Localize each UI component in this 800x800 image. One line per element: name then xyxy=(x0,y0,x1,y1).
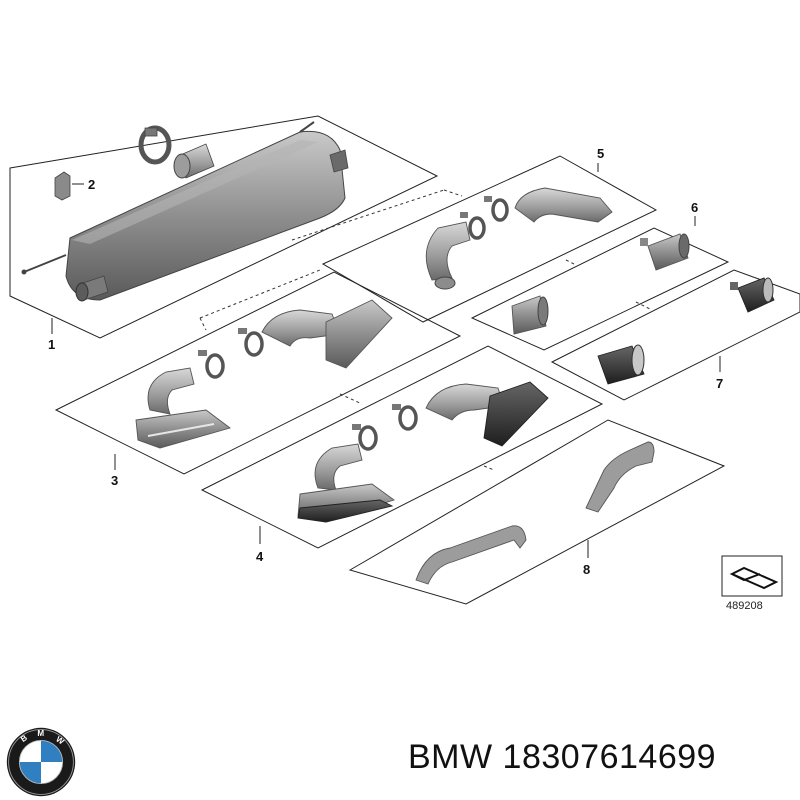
svg-text:B: B xyxy=(19,733,29,744)
callout-3: 3 xyxy=(111,473,118,488)
bracket-long xyxy=(585,441,655,513)
callout-7: 7 xyxy=(716,376,723,391)
part-caption: BMW 18307614699 xyxy=(408,738,716,777)
black-tip-upper xyxy=(730,277,775,313)
svg-text:M: M xyxy=(37,729,44,738)
group-4-frame xyxy=(200,345,604,549)
group-3-frame xyxy=(54,271,462,475)
group-6-chrome-tips: 6 xyxy=(470,200,730,351)
group-6-frame xyxy=(470,227,730,351)
part-number: 18307614699 xyxy=(502,738,717,776)
bmw-logo: B M W xyxy=(6,727,76,797)
callout-8: 8 xyxy=(583,562,590,577)
callout-6: 6 xyxy=(691,200,698,215)
black-tip-lower xyxy=(597,344,645,385)
chrome-tip-upper xyxy=(640,233,690,271)
clamp-pair-3 xyxy=(198,328,264,379)
group-3-tailpipe-set: 3 xyxy=(54,271,462,488)
bracket-part-2 xyxy=(54,171,84,201)
brand-name: BMW xyxy=(408,738,493,776)
group-5-pipes: 5 xyxy=(321,146,658,323)
group-8-frame xyxy=(348,419,726,605)
silencer-part xyxy=(21,121,349,302)
bracket-curved xyxy=(415,525,527,585)
chrome-tip-lower xyxy=(511,295,549,335)
svg-text:W: W xyxy=(54,735,66,747)
group-7-frame xyxy=(550,269,800,401)
group-1-rear-silencer: 1 2 xyxy=(9,115,439,352)
group-4-tailpipe-set-black: 4 xyxy=(200,345,604,564)
callout-2: 2 xyxy=(88,177,95,192)
diagram-number: 489208 xyxy=(726,600,763,612)
clamp-part xyxy=(138,125,172,165)
group-5-frame xyxy=(321,155,658,323)
group-7-black-tips: 7 xyxy=(550,269,800,401)
clamp-pair-4 xyxy=(352,404,418,451)
callout-4: 4 xyxy=(256,549,264,564)
group-1-frame xyxy=(9,115,439,339)
clamp-pair-5 xyxy=(460,196,509,240)
group-8-brackets: 8 xyxy=(348,419,726,605)
callout-5: 5 xyxy=(597,146,604,161)
dashed-connectors xyxy=(199,189,653,471)
view-icon-box xyxy=(721,555,783,597)
callout-1: 1 xyxy=(48,337,55,352)
